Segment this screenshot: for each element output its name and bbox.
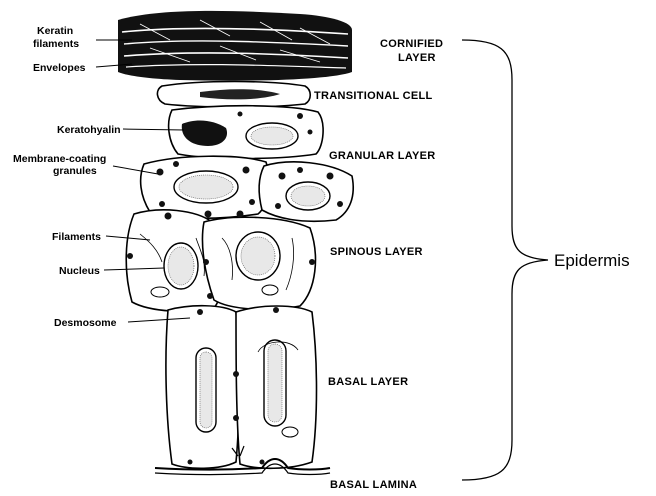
nucleus-label: Nucleus [59,265,100,277]
keratin-label-line2: filaments [33,38,79,50]
transitional-cell-illustration [157,82,310,108]
keratohyalin-label: Keratohyalin [57,124,121,136]
spinous-row-illustration [126,210,315,312]
granular-cell-illustration [169,106,323,159]
membrane-coating-label-line1: Membrane-coating [13,153,106,165]
basal-layer-label: BASAL LAYER [328,376,408,388]
spinous-layer-label: SPINOUS LAYER [330,246,423,258]
membrane-coating-label-line2: granules [53,165,97,177]
desmosome-label: Desmosome [54,317,117,329]
cornified-layer-illustration [118,11,352,81]
epidermis-label: Epidermis [554,251,630,270]
epidermis-brace [462,40,548,480]
cornified-layer-label-line1: CORNIFIED [380,38,443,50]
envelopes-label: Envelopes [33,62,86,74]
basal-row-illustration [166,306,317,469]
transitional-cell-label: TRANSITIONAL CELL [314,90,433,102]
cornified-layer-label-line2: LAYER [398,52,436,64]
granular-layer-label: GRANULAR LAYER [329,150,435,162]
filaments-label: Filaments [52,231,101,243]
keratin-label-line1: Keratin [37,25,73,37]
basal-lamina-label: BASAL LAMINA [330,479,417,491]
